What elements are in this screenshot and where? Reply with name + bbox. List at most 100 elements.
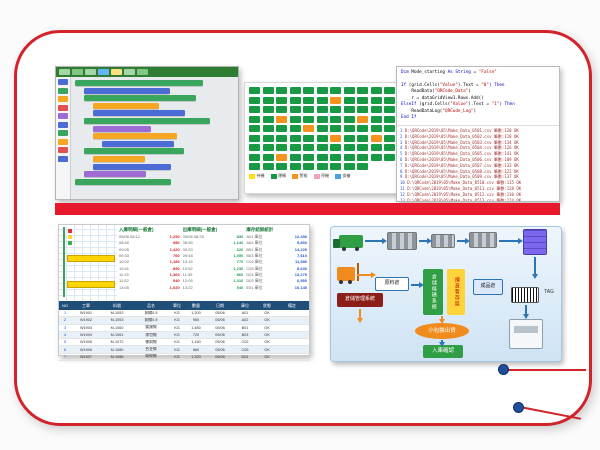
palette-block[interactable] — [58, 121, 68, 128]
grid-cell[interactable] — [303, 163, 314, 170]
code-block[interactable] — [75, 178, 171, 185]
grid-cell[interactable] — [384, 96, 395, 104]
grid-cell[interactable] — [249, 134, 260, 142]
gantt-bar[interactable] — [67, 281, 115, 288]
code-block[interactable] — [84, 117, 210, 124]
grid-cell[interactable] — [384, 106, 395, 113]
column-header[interactable]: 工單 — [82, 302, 90, 308]
grid-cell[interactable] — [276, 144, 287, 151]
grid-cell[interactable] — [262, 134, 274, 142]
grid-cell[interactable] — [370, 106, 382, 113]
grid-cell[interactable] — [289, 134, 301, 142]
grid-cell[interactable] — [343, 134, 355, 142]
code-block[interactable] — [93, 110, 185, 117]
grid-cell[interactable] — [249, 163, 260, 170]
grid-cell[interactable] — [289, 96, 301, 104]
grid-cell[interactable] — [249, 96, 260, 104]
grid-cell[interactable] — [262, 125, 274, 132]
grid-cell[interactable] — [262, 153, 274, 161]
grid-cell[interactable] — [289, 115, 301, 123]
column-header[interactable]: 日期 — [216, 302, 224, 308]
code-block[interactable] — [84, 148, 184, 155]
block-canvas[interactable] — [71, 77, 238, 199]
toolbar-button[interactable] — [85, 69, 96, 75]
grid-cell[interactable] — [370, 144, 382, 151]
grid-cell[interactable] — [330, 163, 341, 170]
grid-cell[interactable] — [343, 163, 355, 170]
grid-cell[interactable] — [303, 144, 314, 151]
grid-cell[interactable] — [384, 144, 395, 151]
grid-cell[interactable] — [289, 125, 301, 132]
toolbar-button[interactable] — [98, 69, 109, 75]
grid-cell[interactable] — [357, 87, 368, 94]
grid-cell[interactable] — [249, 125, 260, 132]
grid-cell[interactable] — [330, 96, 341, 104]
grid-cell[interactable] — [370, 96, 382, 104]
column-header[interactable]: 單位 — [173, 302, 181, 308]
grid-cell[interactable] — [316, 153, 328, 161]
grid-cell[interactable] — [316, 96, 328, 104]
code-block[interactable] — [84, 95, 196, 102]
grid-cell[interactable] — [276, 87, 287, 94]
grid-cell[interactable] — [357, 125, 368, 132]
gantt-bar[interactable] — [67, 255, 115, 262]
grid-cell[interactable] — [289, 87, 301, 94]
column-header[interactable]: 備註 — [288, 302, 296, 308]
grid-cell[interactable] — [357, 144, 368, 151]
grid-cell[interactable] — [262, 96, 274, 104]
grid-cell[interactable] — [343, 125, 355, 132]
toolbar-button[interactable] — [124, 69, 135, 75]
grid-cell[interactable] — [316, 115, 328, 123]
grid-cell[interactable] — [303, 115, 314, 123]
grid-cell[interactable] — [303, 134, 314, 142]
palette-block[interactable] — [58, 147, 68, 153]
grid-cell[interactable] — [276, 134, 287, 142]
grid-cell[interactable] — [384, 134, 395, 142]
grid-cell[interactable] — [249, 115, 260, 123]
grid-cell[interactable] — [316, 125, 328, 132]
grid-cell[interactable] — [357, 134, 368, 142]
grid-cell[interactable] — [343, 96, 355, 104]
column-header[interactable]: 料號 — [113, 302, 121, 308]
grid-cell[interactable] — [289, 106, 301, 113]
palette-block[interactable] — [58, 130, 68, 136]
grid-cell[interactable] — [276, 115, 287, 123]
palette-block[interactable] — [58, 96, 68, 102]
column-header[interactable]: 品名 — [147, 302, 155, 308]
palette-block[interactable] — [58, 113, 68, 119]
grid-cell[interactable] — [276, 125, 287, 132]
grid-cell[interactable] — [343, 153, 355, 161]
code-block[interactable] — [84, 87, 170, 94]
code-block[interactable] — [93, 125, 151, 132]
grid-cell[interactable] — [316, 87, 328, 94]
grid-cell[interactable] — [262, 144, 274, 151]
palette-block[interactable] — [58, 87, 68, 94]
grid-cell[interactable] — [249, 106, 260, 113]
grid-cell[interactable] — [384, 153, 395, 161]
toolbar-button[interactable] — [59, 69, 70, 75]
grid-cell[interactable] — [330, 134, 341, 142]
palette-block[interactable] — [58, 138, 68, 145]
grid-cell[interactable] — [330, 153, 341, 161]
toolbar-button[interactable] — [137, 69, 148, 75]
grid-cell[interactable] — [357, 106, 368, 113]
column-header[interactable]: 數量 — [192, 302, 200, 308]
column-header[interactable]: 狀態 — [263, 302, 271, 308]
grid-cell[interactable] — [384, 87, 395, 94]
grid-cell[interactable] — [384, 115, 395, 123]
grid-cell[interactable] — [249, 153, 260, 161]
grid-cell[interactable] — [289, 144, 301, 151]
grid-cell[interactable] — [330, 144, 341, 151]
grid-cell[interactable] — [249, 87, 260, 94]
grid-cell[interactable] — [276, 163, 287, 170]
grid-cell[interactable] — [249, 144, 260, 151]
grid-cell[interactable] — [316, 144, 328, 151]
grid-cell[interactable] — [343, 87, 355, 94]
grid-cell[interactable] — [330, 115, 341, 123]
grid-cell[interactable] — [276, 96, 287, 104]
palette-block[interactable] — [58, 104, 68, 111]
